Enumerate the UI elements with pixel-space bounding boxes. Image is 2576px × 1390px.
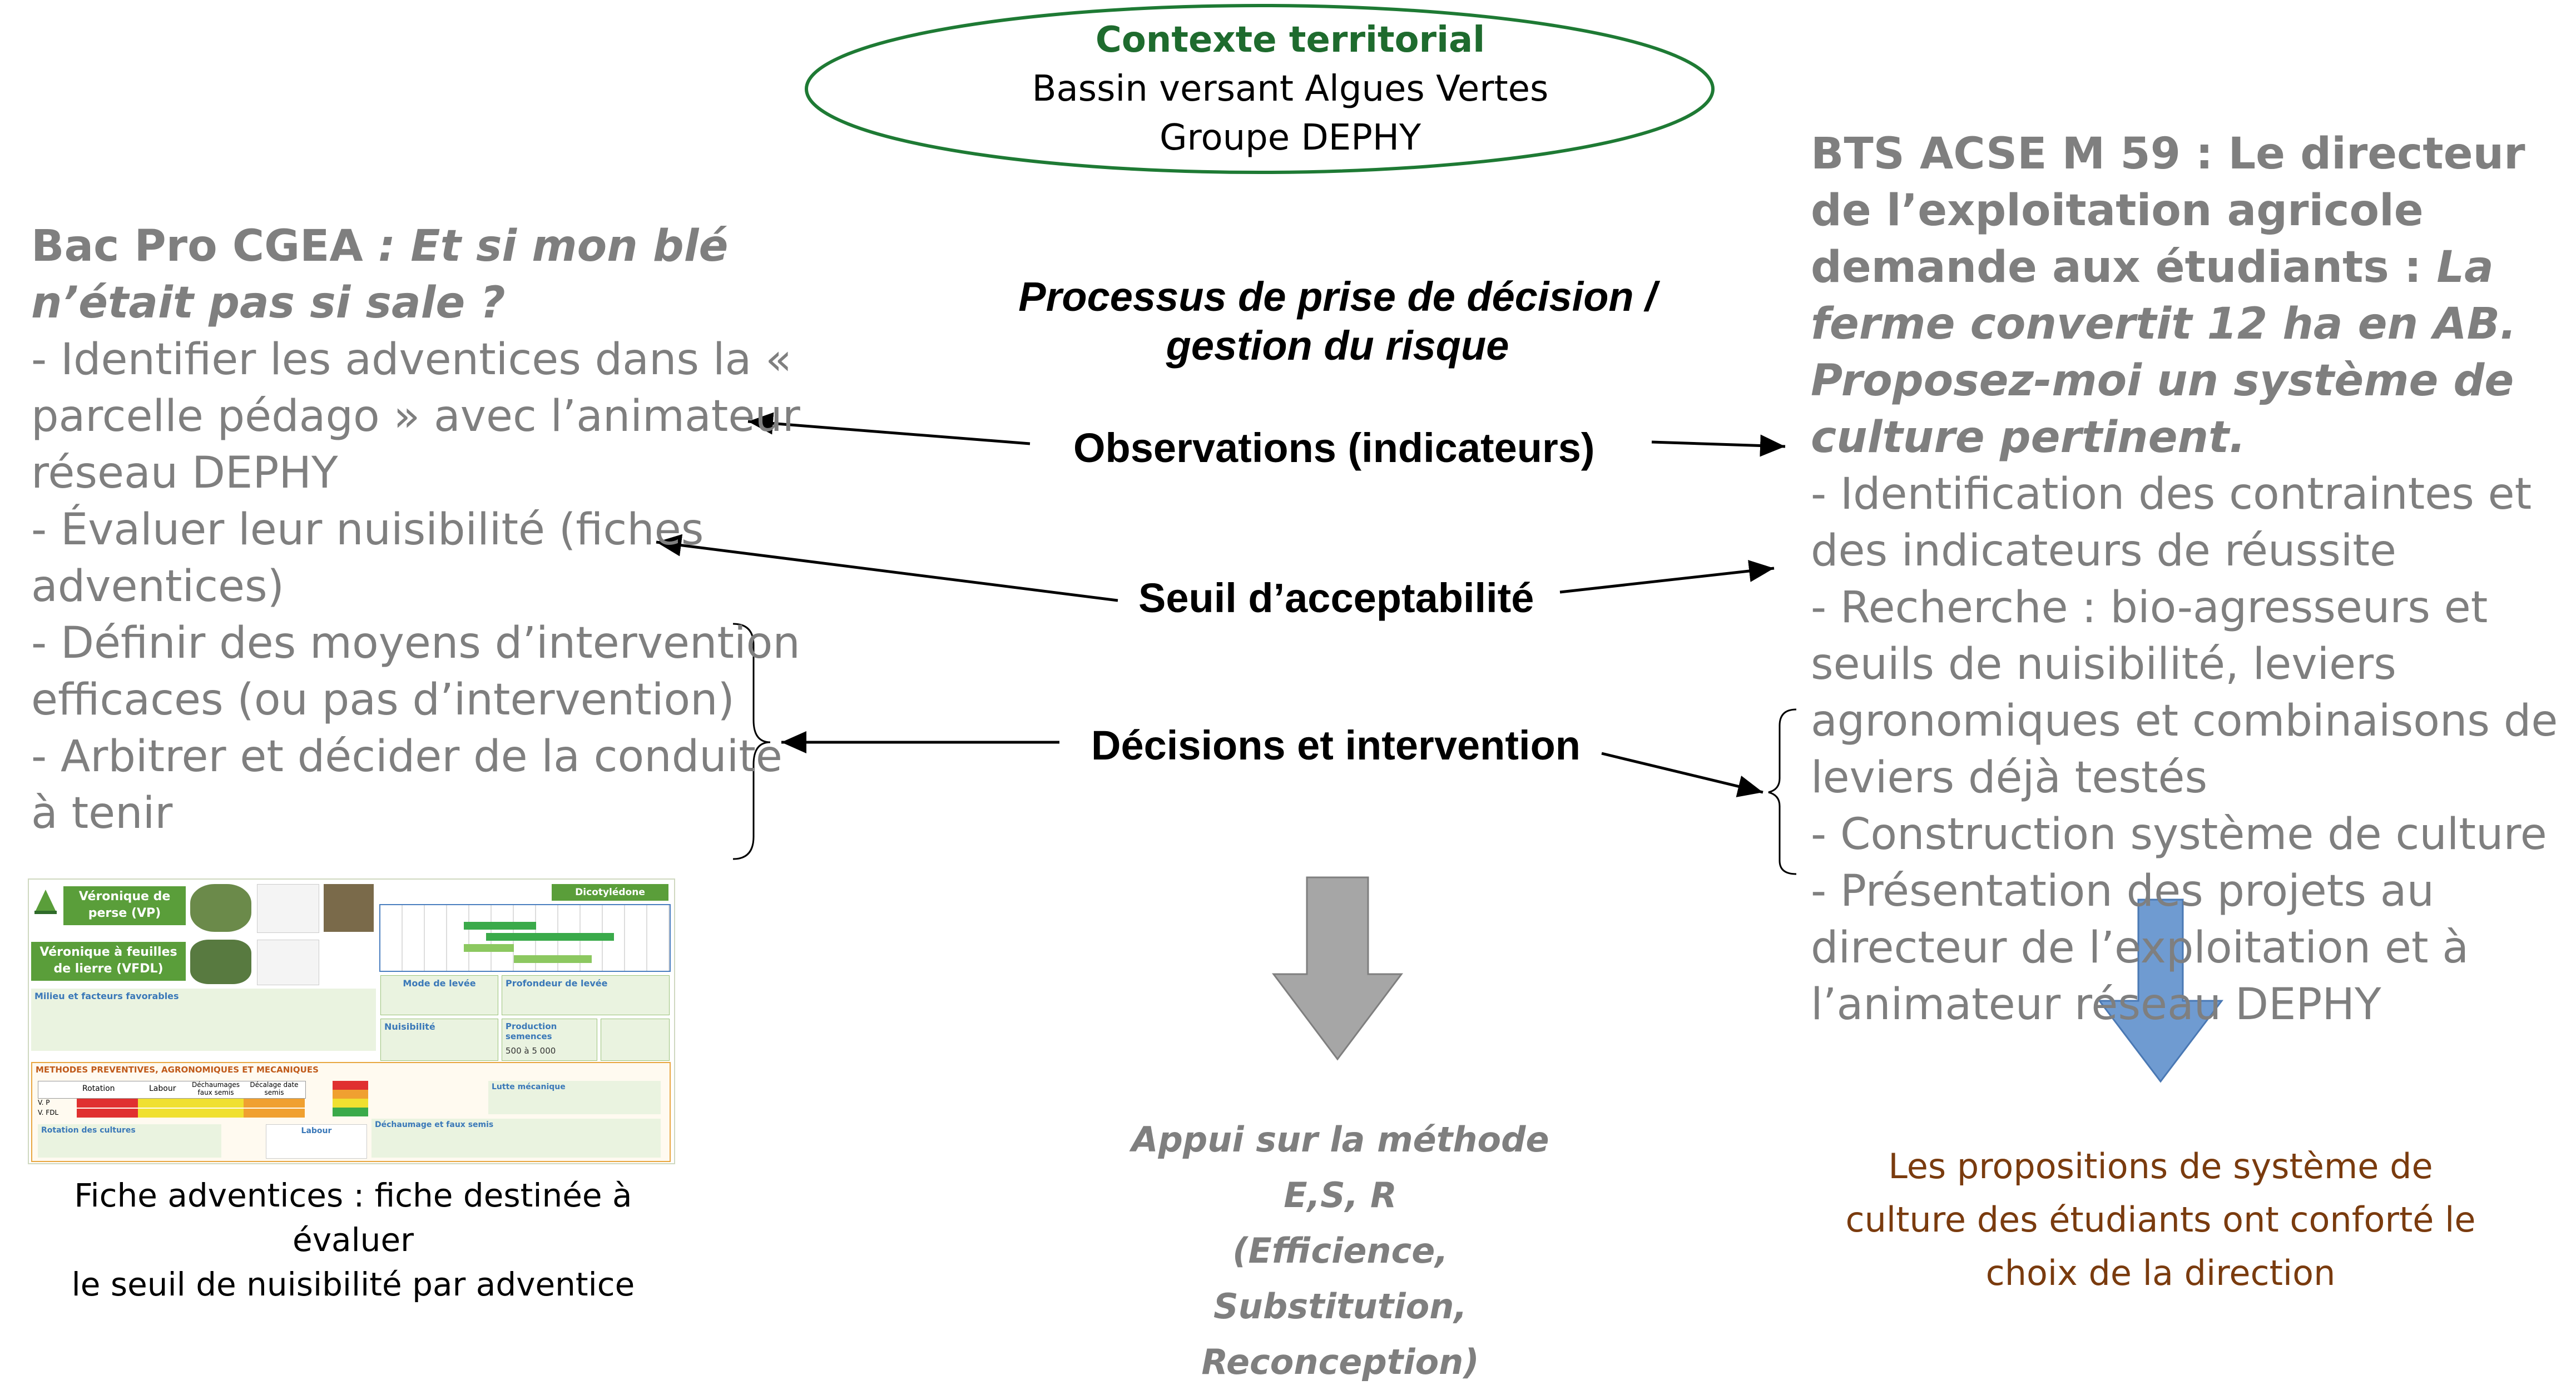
method-line-3: Reconception) [1201, 1342, 1479, 1382]
bts-bullet-1: - Identification des contraintes et des … [1811, 469, 2532, 576]
rotation-box: Rotation des cultures [38, 1124, 221, 1158]
node-seuil: Seuil d’acceptabilité [1138, 575, 1534, 621]
result-line-3: choix de la direction [1985, 1253, 2336, 1293]
arrow-seuil-left [656, 534, 1118, 602]
dechaumage-box: Déchaumage et faux semis [371, 1119, 661, 1158]
rotation-title: Rotation des cultures [41, 1126, 136, 1135]
bts-column: BTS ACSE M 59 : Le directeur de l’exploi… [1811, 126, 2576, 1033]
context-ellipse [805, 4, 1715, 174]
plant-photo-2 [324, 884, 374, 932]
plant-photo-3 [190, 940, 251, 984]
bac-pro-heading-italic: : Et si mon blé n’était pas si sale ? [31, 221, 729, 328]
bts-heading-bold: BTS ACSE M 59 : Le directeur de l’exploi… [1811, 129, 2525, 292]
col-rotation: Rotation [82, 1084, 115, 1093]
bts-heading: BTS ACSE M 59 : Le directeur de l’exploi… [1811, 126, 2576, 466]
arrow-observations-right [1651, 434, 1786, 457]
diagram-connectors [656, 4, 2224, 1083]
category-badge: Dicotylédone Annuelle [552, 884, 668, 915]
context-line-1: Bassin versant Algues Vertes [1032, 68, 1549, 110]
col-dechaumage: Déchaumages faux semis [191, 1081, 240, 1096]
milieu-title: Milieu et facteurs favorables [34, 991, 179, 1001]
bac-pro-column: Bac Pro CGEA : Et si mon blé n’était pas… [31, 218, 810, 842]
col-labour: Labour [149, 1084, 176, 1093]
node-decisions: Décisions et intervention [1091, 722, 1581, 768]
fiche-caption-line-1: Fiche adventices : fiche destinée à éval… [74, 1176, 632, 1259]
right-bracket [1768, 708, 1797, 875]
process-title: Processus de prise de décision / gestion… [1018, 274, 1657, 369]
labour-title: Labour [301, 1126, 332, 1135]
plant-drawing-2 [257, 940, 319, 985]
blue-down-arrow [2097, 898, 2224, 1083]
arrow-observations-left [747, 412, 1031, 445]
fiche-caption-line-2: le seuil de nuisibilité par adventice [71, 1265, 635, 1303]
context-title: Contexte territorial [1095, 19, 1485, 61]
species-vp-label: Véronique de perse (VP) [63, 886, 186, 925]
labour-box: Labour [266, 1124, 367, 1159]
calendar-table [379, 904, 671, 972]
methodes-table: Rotation Labour Déchaumages faux semis D… [38, 1081, 306, 1119]
arrow-decisions-right [1601, 752, 1763, 797]
logo-icon [32, 886, 59, 915]
bac-pro-heading: Bac Pro CGEA : Et si mon blé n’était pas… [31, 218, 810, 331]
bac-pro-bullet-3: - Définir des moyens d’intervention effi… [31, 618, 800, 725]
result-line-2: culture des étudiants ont conforté le [1845, 1199, 2476, 1240]
bac-pro-bullet-2: - Évaluer leur nuisibilité (fiches adven… [31, 505, 704, 612]
row-vfdl: V. FDL [38, 1109, 59, 1116]
bts-bullet-2: - Recherche : bio-agresseurs et seuils d… [1811, 583, 2558, 803]
mode-levee-title: Mode de levée [403, 978, 476, 989]
bts-bullet-3: - Construction système de culture [1811, 810, 2547, 860]
row-vp: V. P [38, 1099, 50, 1106]
method-esr: Appui sur la méthode E,S, R (Efficience,… [1101, 1112, 1579, 1390]
methodes-title: METHODES PREVENTIVES, AGRONOMIQUES ET ME… [36, 1065, 319, 1075]
result-text: Les propositions de système de culture d… [1841, 1140, 2480, 1300]
mode-levee-box: Mode de levée [380, 975, 498, 1015]
method-line-1: Appui sur la méthode E,S, R [1131, 1119, 1549, 1215]
plant-drawing-1 [257, 884, 319, 933]
profondeur-title: Profondeur de levée [506, 978, 608, 989]
bac-pro-heading-bold: Bac Pro CGEA [31, 221, 363, 271]
fiche-adventices-thumbnail: Véronique de perse (VP) Véronique à feui… [28, 878, 675, 1164]
production-box: Production semences 500 à 5 000 [502, 1019, 597, 1061]
node-observations: Observations (indicateurs) [1073, 425, 1595, 471]
lutte-title: Lutte mécanique [492, 1083, 566, 1091]
lutte-box: Lutte mécanique [488, 1081, 661, 1114]
bac-pro-bullet-4: - Arbitrer et décider de la conduite à t… [31, 732, 782, 838]
bts-bullet-4: - Présentation des projets au directeur … [1811, 866, 2469, 1030]
col-decalage: Décalage date semis [250, 1081, 299, 1096]
result-line-1: Les propositions de système de [1888, 1146, 2433, 1187]
method-line-2: (Efficience, Substitution, [1213, 1230, 1467, 1327]
arrow-seuil-right [1559, 560, 1775, 594]
dechaumage-title: Déchaumage et faux semis [375, 1120, 494, 1129]
left-bracket [732, 623, 771, 860]
plant-photo-1 [190, 884, 251, 932]
context-box: Contexte territorial Bassin versant Algu… [801, 16, 1780, 162]
profondeur-box: Profondeur de levée [502, 975, 670, 1015]
methodes-section: METHODES PREVENTIVES, AGRONOMIQUES ET ME… [31, 1062, 671, 1162]
nuisibilite-title: Nuisibilité [384, 1021, 435, 1032]
production-value: 500 à 5 000 [506, 1046, 556, 1056]
bac-pro-bullet-1: - Identifier les adventices dans la « pa… [31, 335, 800, 498]
production-title: Production semences [506, 1021, 557, 1041]
nuisibilite-box: Nuisibilité [380, 1019, 498, 1061]
taux-box [601, 1019, 670, 1061]
milieu-section: Milieu et facteurs favorables [31, 989, 376, 1051]
legend-swatches [333, 1081, 368, 1116]
bts-heading-italic: La ferme convertit 12 ha en AB. Proposez… [1811, 242, 2516, 463]
species-vfdl-label: Véronique à feuilles de lierre (VFDL) [31, 942, 186, 981]
grey-down-arrow [1271, 876, 1404, 1061]
fiche-caption: Fiche adventices : fiche destinée à éval… [33, 1173, 673, 1307]
context-line-2: Groupe DEPHY [1159, 117, 1421, 158]
